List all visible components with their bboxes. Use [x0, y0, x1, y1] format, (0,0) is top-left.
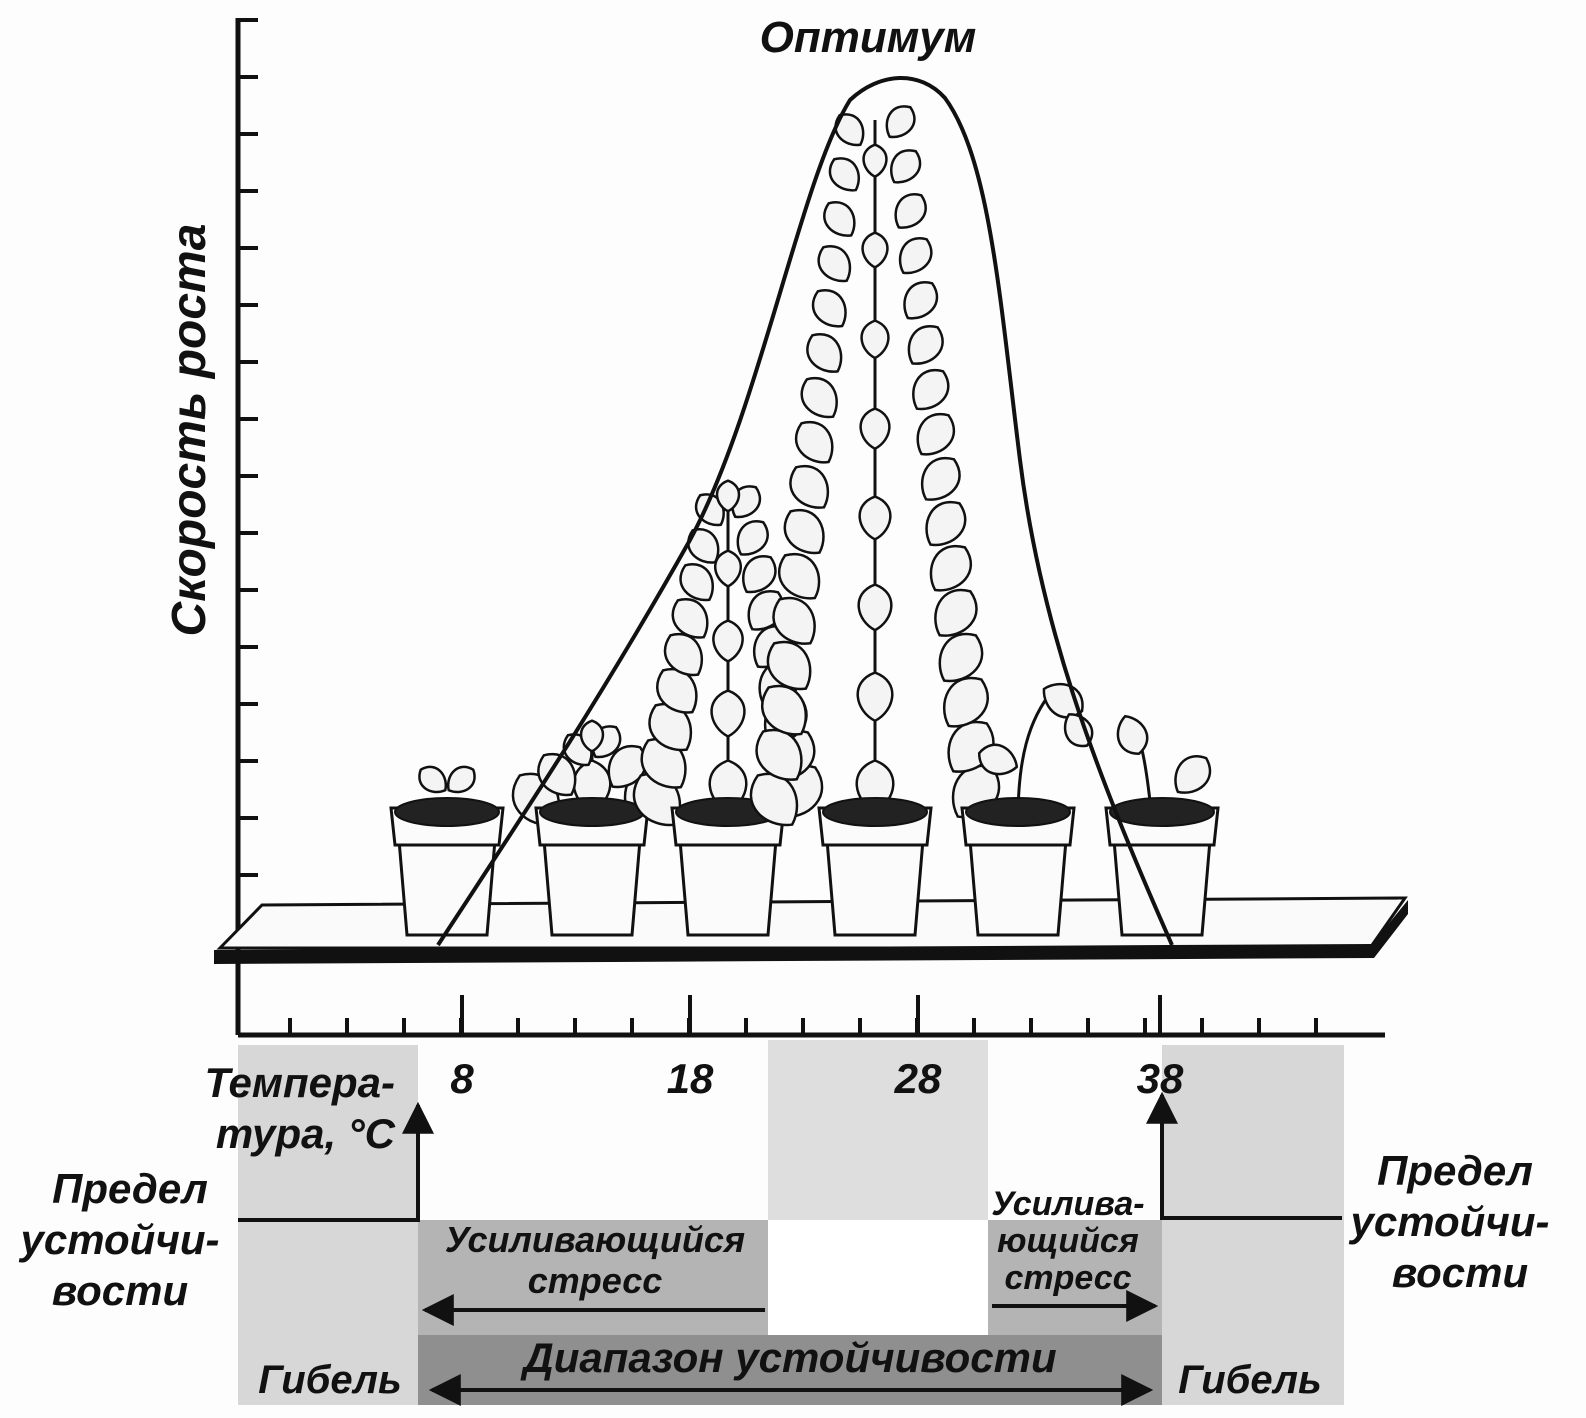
leaf	[715, 551, 741, 587]
left-limit-label-line2: устойчи-	[19, 1216, 220, 1263]
leaf	[782, 457, 839, 517]
x-axis-label-line1: Темпера-	[205, 1059, 396, 1106]
leaf	[864, 145, 887, 177]
leaf	[799, 326, 850, 380]
leaf	[413, 761, 452, 799]
shelf-top	[220, 898, 1405, 948]
pot-dead-plant	[1106, 711, 1218, 935]
right-stress-label-line1: Усилива-	[991, 1185, 1144, 1223]
x-tick-label-8: 8	[450, 1055, 474, 1102]
shade-optimum-zone	[768, 1040, 988, 1220]
y-axis-label: Скорость роста	[163, 224, 216, 637]
leaf	[863, 233, 888, 268]
leaf	[823, 152, 867, 198]
leaf	[912, 449, 969, 509]
x-tick-label-28: 28	[894, 1055, 942, 1102]
right-limit-label-line3: вости	[1392, 1249, 1528, 1296]
leaf	[776, 501, 835, 563]
leaf	[713, 621, 742, 662]
left-stress-label-line1: Усиливающийся	[445, 1219, 745, 1260]
leaf	[861, 409, 890, 449]
x-axis-label-line2: тура, °С	[216, 1110, 396, 1157]
pot-body	[970, 840, 1066, 935]
pot-seedling	[391, 761, 503, 935]
leaf	[794, 370, 847, 426]
pot-body	[827, 840, 923, 935]
left-limit-label-line3: вости	[52, 1267, 188, 1314]
leaf	[862, 321, 889, 358]
leaf	[908, 406, 963, 464]
leaf	[895, 275, 944, 327]
right-limit-label-line1: Предел	[1377, 1147, 1533, 1194]
death-left-label: Гибель	[258, 1358, 402, 1402]
right-limit-label-line2: устойчи-	[1349, 1198, 1550, 1245]
pot-soil	[1110, 798, 1214, 826]
death-right-label: Гибель	[1178, 1358, 1322, 1402]
pot-body	[680, 840, 776, 935]
optimum-white-box	[768, 1220, 988, 1335]
leaf	[1166, 748, 1218, 802]
leaf	[858, 673, 893, 721]
pot-body	[544, 840, 640, 935]
leaf	[879, 100, 921, 144]
leaf	[805, 283, 854, 335]
leaf	[441, 761, 480, 799]
left-limit-label-line1: Предел	[52, 1165, 208, 1212]
right-stress-label-line2: ющийся	[997, 1222, 1139, 1260]
pot-soil	[395, 798, 499, 826]
leaf	[817, 195, 863, 243]
leaf	[788, 414, 843, 472]
tolerance-range-label: Диапазон устойчивости	[520, 1334, 1056, 1381]
leaf	[899, 318, 950, 372]
pot-soil	[540, 798, 644, 826]
x-tick-label-18: 18	[667, 1055, 714, 1102]
leaf	[712, 691, 745, 737]
leaf	[859, 585, 892, 631]
leaf	[811, 239, 858, 289]
pot-body	[399, 840, 495, 935]
leaf	[1112, 711, 1153, 758]
leaf	[883, 144, 927, 190]
y-axis-ticks	[238, 20, 258, 932]
right-stress-label-line3: стресс	[1004, 1259, 1131, 1297]
x-axis-ticks	[290, 995, 1316, 1035]
optimum-label: Оптимум	[760, 13, 977, 62]
leaf	[860, 497, 891, 540]
pot-soil	[823, 798, 927, 826]
leaf	[904, 362, 957, 418]
x-tick-label-38: 38	[1137, 1055, 1184, 1102]
leaf	[891, 231, 938, 281]
plant-pots	[391, 100, 1218, 935]
shade-right-outer	[1162, 1045, 1344, 1405]
leaf	[916, 493, 975, 555]
leaf	[887, 187, 933, 235]
pot-soil	[966, 798, 1070, 826]
shelf	[214, 898, 1408, 964]
left-stress-label-line2: стресс	[528, 1260, 663, 1301]
